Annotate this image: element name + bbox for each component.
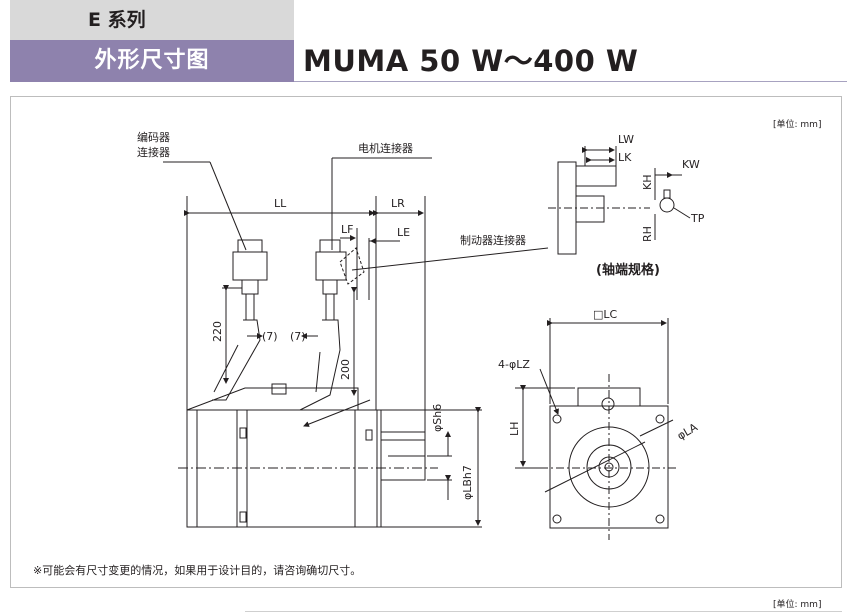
dim-lk: LK: [618, 151, 632, 164]
dim-shaft-diameter: φSh6: [431, 404, 444, 432]
dim-rh: RH: [641, 226, 654, 242]
dim-kh: KH: [641, 175, 654, 191]
model-title: MUMA 50 W～400 W: [303, 44, 639, 78]
dim-220: 220: [211, 321, 224, 342]
dim-lr: LR: [391, 197, 405, 210]
bottom-rule: [245, 611, 842, 612]
footnote: ※可能会有尺寸变更的情况，如果用于设计目的，请咨询确切尺寸。: [33, 564, 362, 577]
shaft-end-title: (轴端规格): [596, 262, 660, 278]
dim-la: φLA: [675, 421, 700, 443]
dim-spigot-diameter: φLBh7: [461, 465, 474, 500]
motor-side-view: [163, 157, 549, 528]
dim-lf: LF: [341, 223, 353, 236]
drawing-frame: [10, 96, 842, 588]
dim-gap-left: (7): [262, 330, 278, 343]
encoder-connector-label-1: 编码器: [137, 130, 170, 144]
brake-connector-label: 制动器连接器: [460, 234, 526, 247]
unit-note-bottom: [单位: mm]: [773, 600, 822, 610]
dim-lc: □LC: [593, 308, 618, 321]
dim-200: 200: [339, 359, 352, 380]
motor-front-view: [515, 318, 678, 540]
section-title: 外形尺寸图: [10, 40, 294, 82]
dim-tp: TP: [690, 212, 705, 225]
series-label: E 系列: [10, 0, 294, 40]
dim-lh: LH: [508, 422, 521, 436]
dim-lz: 4-φLZ: [498, 358, 530, 371]
header-rule: [294, 81, 847, 82]
dim-gap-right: (7): [290, 330, 306, 343]
encoder-connector-label-2: 连接器: [137, 146, 170, 159]
dim-le: LE: [397, 226, 410, 239]
motor-connector-label: 电机连接器: [358, 141, 413, 155]
dim-kw: KW: [682, 158, 700, 171]
unit-note: [单位: mm]: [773, 120, 822, 130]
shaft-end-detail: [548, 146, 691, 255]
dim-lw: LW: [618, 133, 634, 146]
dim-ll: LL: [274, 197, 287, 210]
